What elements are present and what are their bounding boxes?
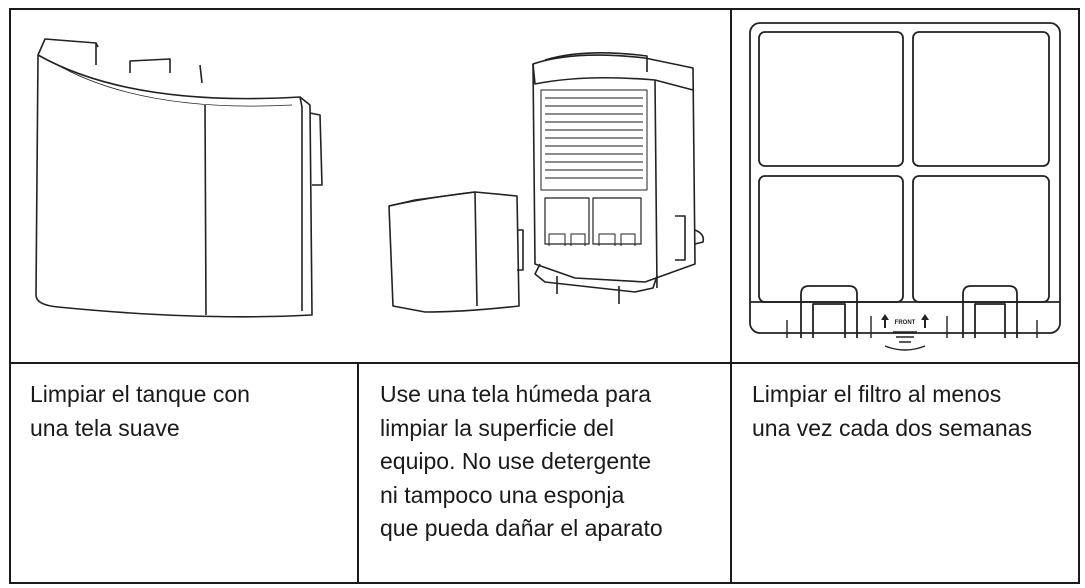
cell-text-tank: Limpiar el tanque con una tela suave: [30, 378, 350, 445]
dehumidifier-with-tank-illustration: [388, 52, 705, 313]
cell-text-surface: Use una tela húmeda para limpiar la supe…: [380, 378, 725, 546]
divider-text-right: [730, 362, 732, 584]
text-line: ni tampoco una esponja: [380, 481, 625, 508]
text-line: Use una tela húmeda para: [380, 381, 652, 407]
text-line: equipo. No use detergente: [380, 448, 652, 474]
divider-images-right: [730, 8, 732, 364]
text-line: una tela suave: [30, 414, 180, 441]
text-line: que pueda dañar el aparato: [380, 515, 663, 541]
divider-text-left: [357, 362, 359, 584]
cell-text-filter: Limpiar el filtro al menos una vez cada …: [752, 378, 1077, 445]
air-filter-illustration: FRONT: [749, 22, 1061, 351]
text-line: Limpiar el tanque con: [30, 381, 250, 407]
filter-front-label: FRONT: [895, 320, 916, 326]
water-tank-illustration: [35, 38, 323, 318]
text-line: una vez cada dos semanas: [752, 414, 1033, 441]
instruction-table: [9, 8, 1080, 584]
text-line: Limpiar el filtro al menos: [752, 381, 1002, 407]
divider-row: [9, 362, 1080, 364]
text-line: limpiar la superficie del: [380, 414, 614, 441]
